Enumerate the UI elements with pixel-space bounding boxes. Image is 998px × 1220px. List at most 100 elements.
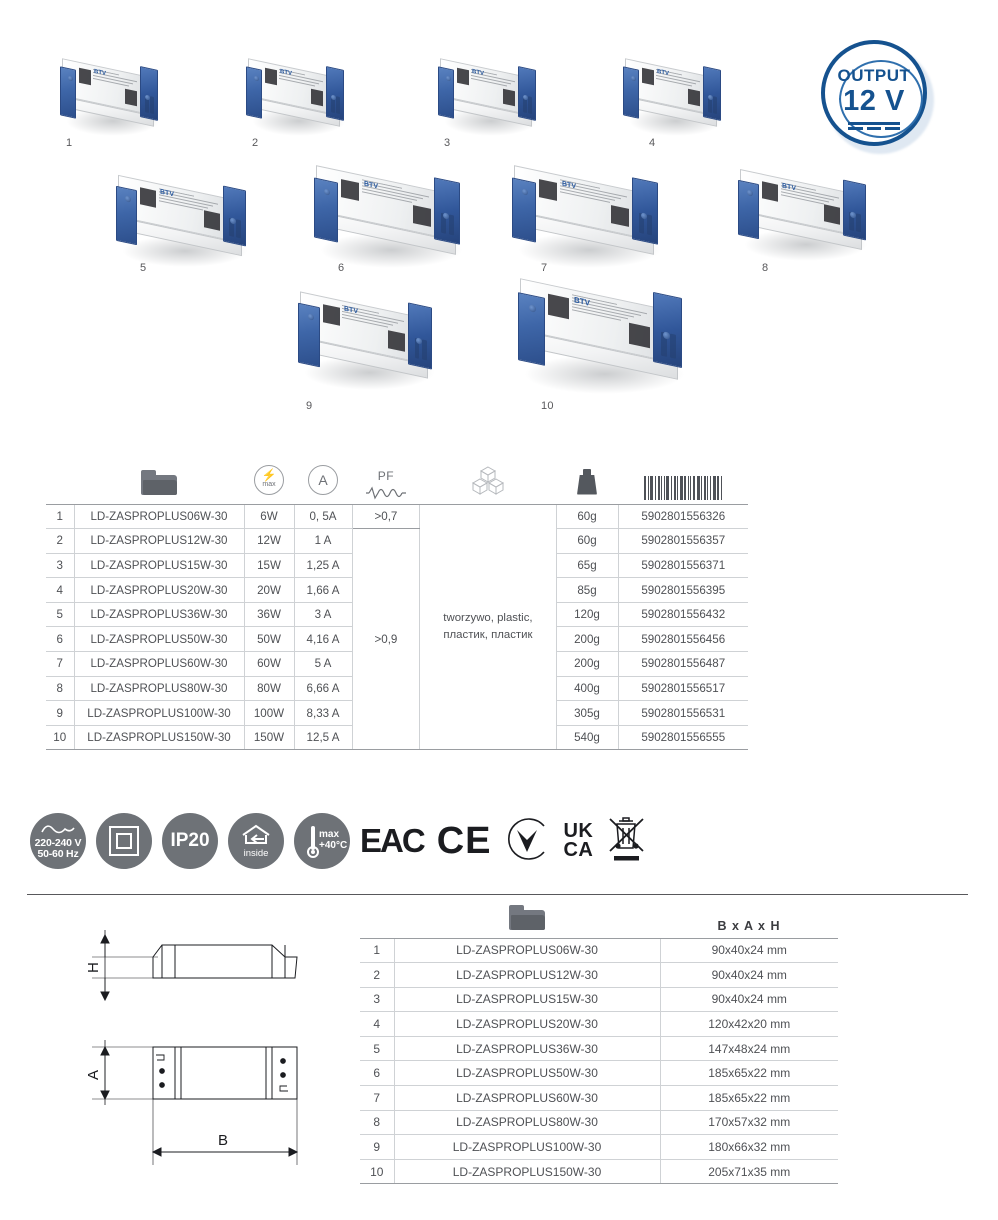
product-code: LD-ZASPROPLUS100W-30 (74, 700, 245, 726)
product-number-label: 8 (762, 262, 769, 274)
current-value: 0, 5A (294, 504, 353, 530)
product-terminal-strip (539, 179, 557, 201)
barcode-icon (619, 475, 747, 500)
barcode-value: 5902801556432 (618, 602, 748, 628)
badge-output-label: OUTPUT (837, 66, 911, 85)
product-cap-screw (253, 75, 259, 82)
row-index: 10 (46, 725, 75, 751)
power-value: 12W (244, 528, 295, 554)
header-material (419, 462, 556, 505)
product-end-cap-left (246, 66, 262, 119)
barcode-value: 5902801556517 (618, 676, 748, 702)
product-code: LD-ZASPROPLUS150W-30 (394, 1159, 661, 1185)
product-terminal-strip (762, 181, 778, 202)
product-number-label: 9 (306, 400, 313, 412)
current-value: 4,16 A (294, 626, 353, 653)
material-line-1: tworzywo, plastic, (443, 611, 533, 624)
product-end-cap-right (518, 66, 536, 121)
power-value: 36W (244, 602, 295, 628)
current-value: 1,66 A (294, 577, 353, 603)
badge-voltage-value: 12 V (843, 85, 905, 117)
weight-value: 305g (556, 700, 619, 726)
header-power: ⚡max (244, 462, 294, 505)
current-value: 5 A (294, 651, 353, 677)
row-index: 6 (46, 626, 75, 653)
specification-table: ⚡max A PF (46, 462, 748, 751)
product-number-label: 5 (140, 262, 147, 274)
material-value: tworzywo, plastic, пластик, пластик (419, 504, 557, 751)
product-end-cap-right (434, 177, 460, 245)
header-product-code (74, 462, 244, 505)
product-end-cap-left (512, 177, 536, 243)
header-barcode (618, 462, 748, 505)
dimensions-value: 90x40x24 mm (660, 938, 838, 964)
product-number-label: 3 (444, 137, 451, 149)
product-end-cap-right (703, 66, 721, 121)
barcode-value: 5902801556555 (618, 725, 748, 751)
indoor-label: inside (243, 848, 269, 859)
dimension-drawing: H A B (40, 905, 350, 1195)
row-index: 8 (360, 1110, 395, 1136)
frequency-value: 50-60 Hz (37, 848, 79, 860)
material-line-2: пластик, пластик (443, 628, 533, 641)
weight-value: 60g (556, 504, 619, 530)
product-code: LD-ZASPROPLUS50W-30 (74, 626, 245, 653)
product-end-cap-right (326, 66, 344, 121)
product-end-cap-right (653, 291, 682, 369)
product-end-cap-left (116, 185, 137, 246)
row-index: 1 (46, 504, 75, 530)
power-factor-value: >0,7 (352, 504, 421, 530)
product-end-cap-left (60, 66, 76, 119)
folder-icon (141, 469, 177, 495)
label-height: H (85, 962, 102, 973)
ip20-icon: IP20 (162, 813, 218, 869)
product-cap-screw (445, 75, 451, 82)
dim-header-index (360, 898, 394, 939)
weight-value: 200g (556, 651, 619, 677)
dimensions-value: 90x40x24 mm (660, 987, 838, 1013)
product-terminal-strip (548, 293, 569, 320)
weight-value: 200g (556, 626, 619, 653)
power-value: 80W (244, 676, 295, 702)
row-index: 3 (46, 553, 75, 579)
ip-rating-value: IP20 (170, 830, 210, 851)
product-code: LD-ZASPROPLUS80W-30 (74, 676, 245, 702)
product-code: LD-ZASPROPLUS20W-30 (394, 1011, 661, 1037)
header-weight (556, 462, 618, 505)
barcode-value: 5902801556371 (618, 553, 748, 579)
barcode-value: 5902801556456 (618, 626, 748, 653)
weee-crossed-bin-icon (606, 815, 646, 868)
product-end-cap-left (518, 292, 545, 366)
dimensions-value: 180x66x32 mm (660, 1134, 838, 1160)
dimensions-value: 147x48x24 mm (660, 1036, 838, 1062)
weight-value: 85g (556, 577, 619, 603)
product-terminal-strip (140, 187, 156, 208)
row-index: 1 (360, 938, 395, 964)
ukca-line2: CA (563, 839, 594, 861)
section-divider (27, 894, 968, 895)
product-cap-screw (630, 75, 636, 82)
row-index: 5 (360, 1036, 395, 1062)
current-value: 3 A (294, 602, 353, 628)
header-index (46, 462, 74, 505)
power-value: 60W (244, 651, 295, 677)
product-code: LD-ZASPROPLUS15W-30 (394, 987, 661, 1013)
dimensions-value: 120x42x20 mm (660, 1011, 838, 1037)
output-voltage-badge: OUTPUT 12 V (818, 38, 938, 156)
current-value: 8,33 A (294, 700, 353, 726)
voltage-frequency-icon: 220-240 V 50-60 Hz (30, 813, 86, 869)
row-index: 4 (46, 577, 75, 603)
